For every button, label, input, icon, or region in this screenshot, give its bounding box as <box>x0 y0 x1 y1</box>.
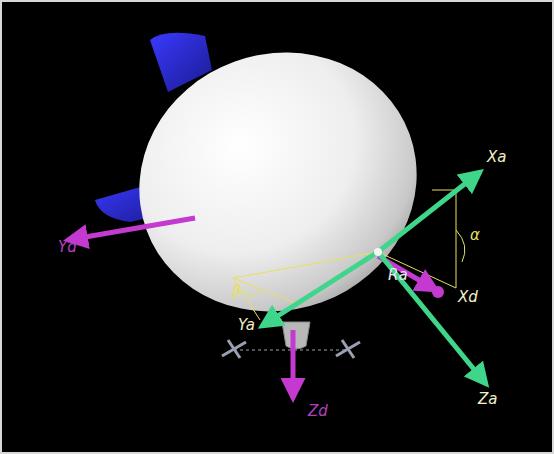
axis-label: Xa <box>487 150 506 165</box>
axis-label: Ya <box>238 318 255 333</box>
axis-label: Xd <box>458 290 478 305</box>
axis-label: Zd <box>308 404 328 419</box>
body-axes <box>68 218 436 398</box>
axis-label: Yd <box>58 240 77 255</box>
aero-axes <box>262 172 486 384</box>
axis-label: α <box>470 228 480 243</box>
axis-label: Ra <box>388 268 408 283</box>
axis-label: β <box>232 284 242 299</box>
gondola <box>282 322 310 349</box>
xd-tip <box>432 286 444 298</box>
axis-label: Za <box>478 392 497 407</box>
hull <box>103 14 454 350</box>
origin-point <box>374 248 382 256</box>
